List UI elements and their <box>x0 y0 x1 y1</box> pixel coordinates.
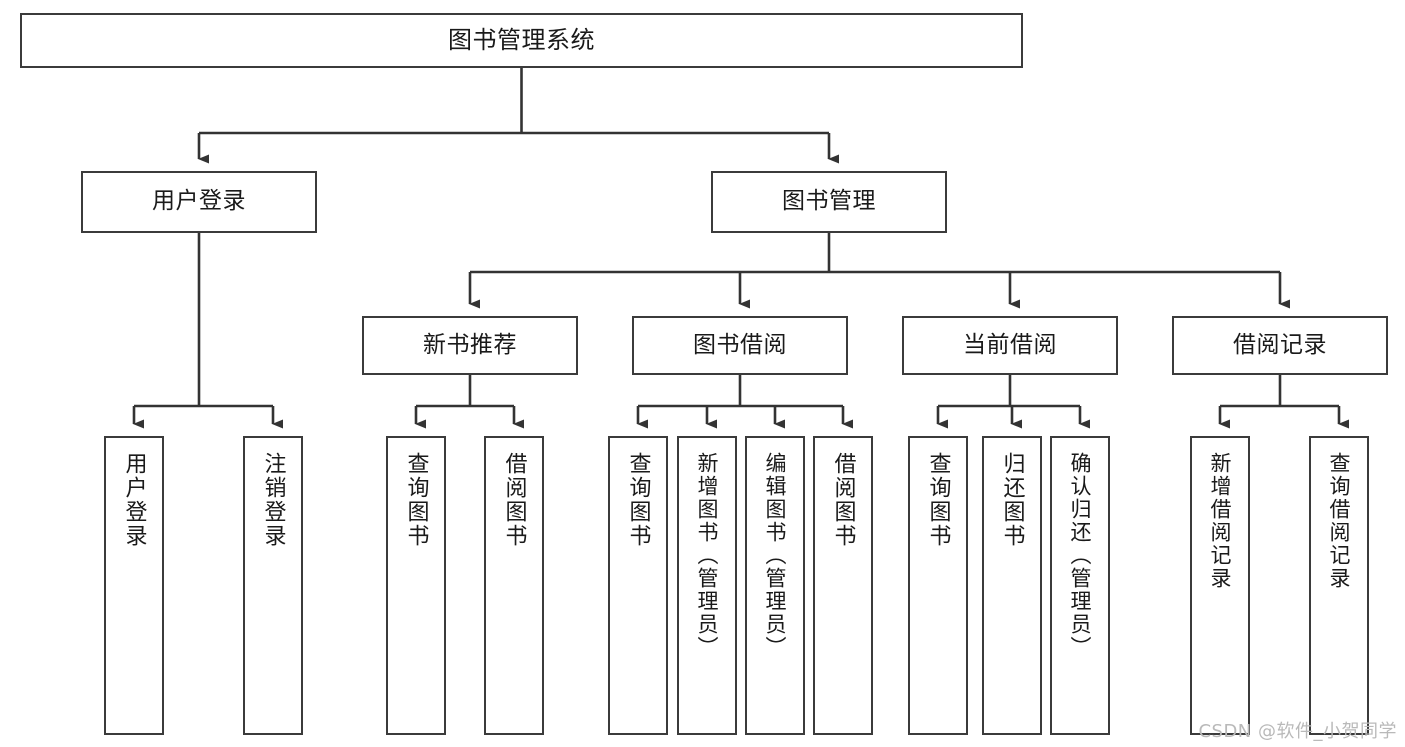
node-record[interactable]: 借阅记录 <box>1172 316 1388 375</box>
watermark-text: CSDN @软件_小贺同学 <box>1198 721 1397 742</box>
node-root[interactable]: 图书管理系统 <box>20 13 1023 68</box>
node-l_nb_query[interactable]: 查询图书 <box>386 436 446 735</box>
node-label: 图书管理系统 <box>448 26 595 55</box>
node-label: 新书推荐 <box>423 331 517 358</box>
node-label: 注销登录 <box>260 452 286 548</box>
node-label: 用户登录 <box>152 188 246 215</box>
node-label: 查询借阅记录 <box>1327 452 1352 590</box>
node-l_re_query[interactable]: 查询借阅记录 <box>1309 436 1369 735</box>
node-label: 查询图书 <box>403 452 429 548</box>
node-bookmgmt[interactable]: 图书管理 <box>711 171 947 233</box>
node-label: 新增借阅记录 <box>1208 452 1233 590</box>
node-label: 查询图书 <box>925 452 951 548</box>
node-l_cu_return[interactable]: 归还图书 <box>982 436 1042 735</box>
node-l_cu_query[interactable]: 查询图书 <box>908 436 968 735</box>
node-label: 用户登录 <box>121 452 147 548</box>
node-l_re_add[interactable]: 新增借阅记录 <box>1190 436 1250 735</box>
node-l_bo_borrow[interactable]: 借阅图书 <box>813 436 873 735</box>
node-label: 编辑图书（管理员） <box>763 452 788 659</box>
node-l_bo_edit[interactable]: 编辑图书（管理员） <box>745 436 805 735</box>
node-borrow[interactable]: 图书借阅 <box>632 316 848 375</box>
node-label: 查询图书 <box>625 452 651 548</box>
node-l_cu_confirm[interactable]: 确认归还（管理员） <box>1050 436 1110 735</box>
node-l_bo_add[interactable]: 新增图书（管理员） <box>677 436 737 735</box>
node-label: 新增图书（管理员） <box>695 452 720 659</box>
node-login[interactable]: 用户登录 <box>81 171 317 233</box>
node-label: 图书借阅 <box>693 331 787 358</box>
node-label: 图书管理 <box>782 188 876 215</box>
node-label: 归还图书 <box>999 452 1025 548</box>
node-l_logout[interactable]: 注销登录 <box>243 436 303 735</box>
node-label: 借阅记录 <box>1233 331 1327 358</box>
node-l_nb_borrow[interactable]: 借阅图书 <box>484 436 544 735</box>
node-label: 当前借阅 <box>963 331 1057 358</box>
node-label: 确认归还（管理员） <box>1068 452 1093 659</box>
node-newbook[interactable]: 新书推荐 <box>362 316 578 375</box>
node-current[interactable]: 当前借阅 <box>902 316 1118 375</box>
node-l_bo_query[interactable]: 查询图书 <box>608 436 668 735</box>
node-l_login[interactable]: 用户登录 <box>104 436 164 735</box>
node-label: 借阅图书 <box>501 452 527 548</box>
node-label: 借阅图书 <box>830 452 856 548</box>
